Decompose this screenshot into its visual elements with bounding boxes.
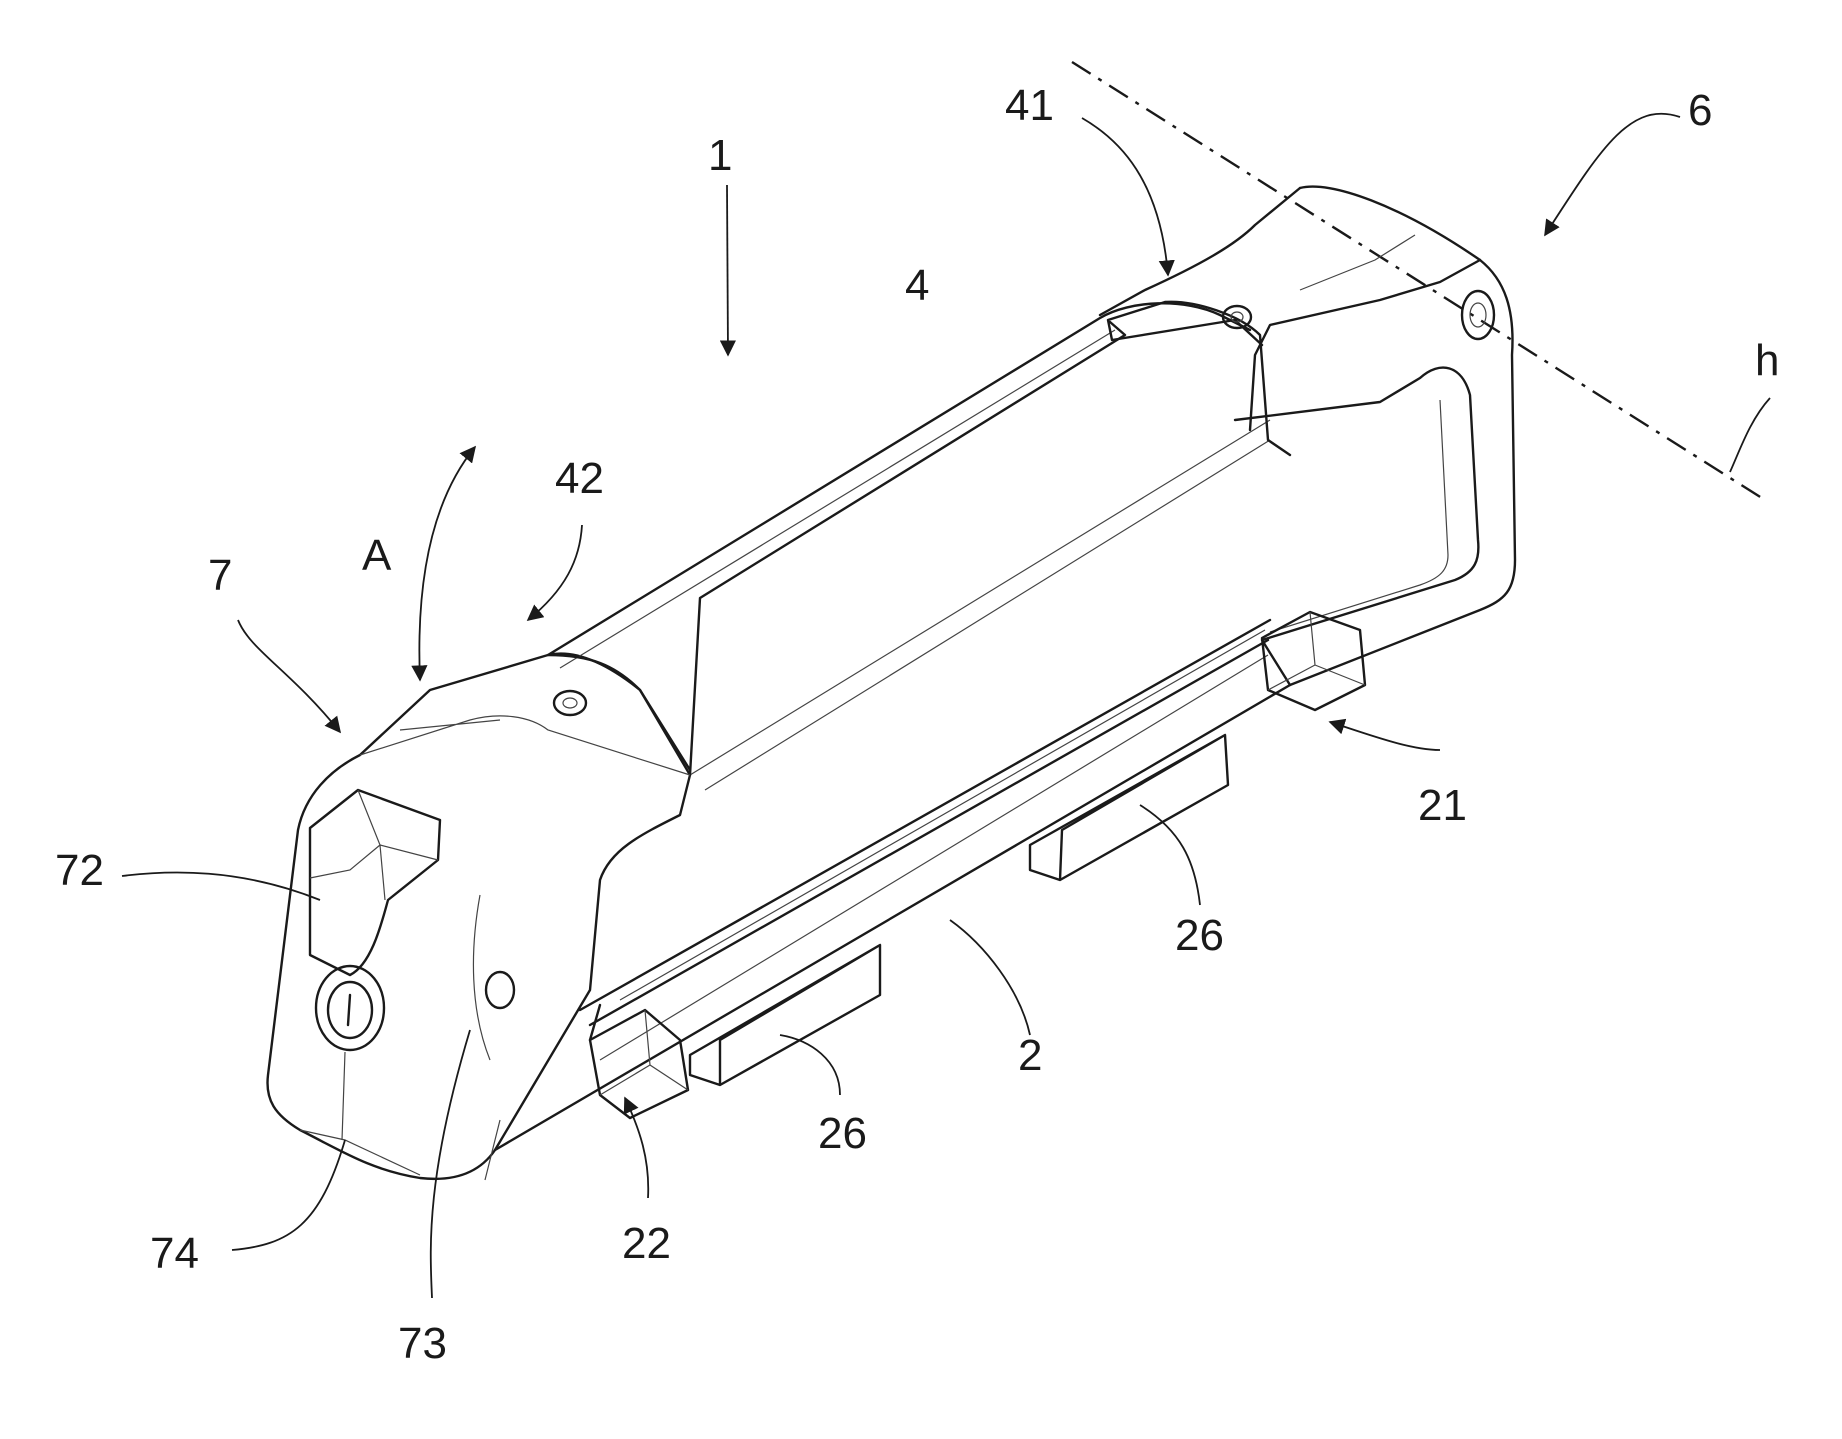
- ref-label-6: 6: [1688, 86, 1712, 135]
- lock-keyway: [348, 995, 350, 1025]
- reference-labels: 1 2 4 6 7 21 22 26 26 41 42 72 73 74 A h: [55, 81, 1779, 1368]
- leaders: [122, 114, 1770, 1298]
- ref-label-1: 1: [708, 131, 732, 180]
- leader-7: [238, 620, 340, 732]
- front-housing-top: [360, 716, 690, 775]
- ref-label-A: A: [362, 531, 392, 580]
- ref-label-h: h: [1755, 336, 1779, 385]
- foot-front: [690, 945, 880, 1085]
- base-rail: [495, 620, 1290, 1150]
- ref-label-4: 4: [905, 261, 929, 310]
- leader-1: [727, 185, 728, 355]
- foot-rear: [1030, 735, 1228, 880]
- rear-end-cap-inner: [1270, 400, 1448, 632]
- leader-h: [1730, 398, 1770, 472]
- release-button: [310, 790, 440, 975]
- leader-73: [431, 1030, 470, 1298]
- base-rail-groove: [600, 630, 1268, 1060]
- ref-label-21: 21: [1418, 781, 1467, 830]
- ref-label-42: 42: [555, 454, 604, 503]
- ref-label-73: 73: [398, 1319, 447, 1368]
- front-pivot-boss: [486, 972, 514, 1008]
- ref-label-41: 41: [1005, 81, 1054, 130]
- cover-clamp-rear: [1108, 302, 1290, 455]
- leader-26b: [1140, 805, 1200, 905]
- ref-label-22: 22: [622, 1219, 671, 1268]
- leader-42: [528, 525, 582, 620]
- screw-front: [554, 691, 586, 715]
- ref-label-72: 72: [55, 846, 104, 895]
- rear-end-cap-side: [1300, 235, 1415, 290]
- ref-label-26b: 26: [1175, 911, 1224, 960]
- leader-6: [1545, 114, 1680, 235]
- pivot-axis-h: [1072, 62, 1765, 500]
- release-button-facet: [310, 790, 438, 900]
- device-body: [267, 187, 1515, 1180]
- rear-pivot-boss: [1462, 291, 1494, 339]
- front-housing-edge: [473, 895, 500, 1180]
- top-cover: [548, 303, 1250, 775]
- ref-label-74: 74: [150, 1229, 199, 1278]
- ref-label-2: 2: [1018, 1031, 1042, 1080]
- ref-label-26a: 26: [818, 1109, 867, 1158]
- leader-2: [950, 920, 1030, 1035]
- top-cover-ridge: [560, 330, 1270, 790]
- leader-21: [1330, 722, 1440, 750]
- leader-26a: [780, 1035, 840, 1095]
- screw-front-inner: [563, 698, 577, 708]
- arrow-A: [419, 447, 475, 680]
- front-cap: [300, 1052, 420, 1175]
- leader-22: [625, 1098, 648, 1198]
- leader-41: [1082, 118, 1168, 275]
- ref-label-7: 7: [208, 551, 232, 600]
- leader-74: [232, 1140, 345, 1250]
- rear-end-cap: [1235, 187, 1515, 685]
- front-clamp: [590, 1010, 688, 1118]
